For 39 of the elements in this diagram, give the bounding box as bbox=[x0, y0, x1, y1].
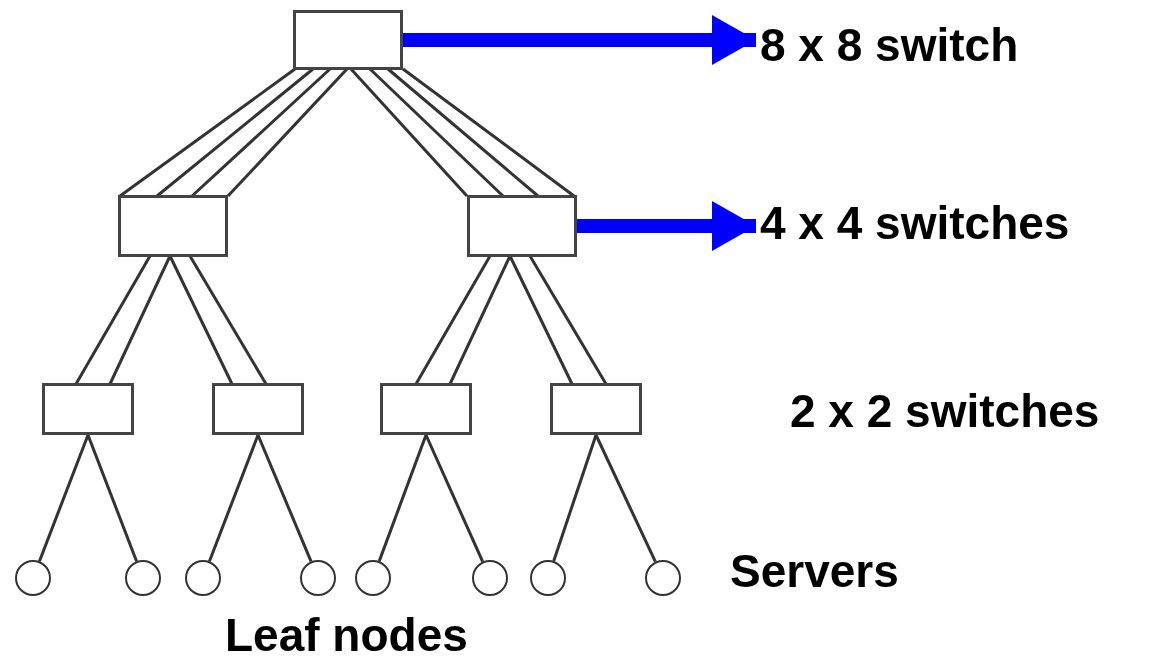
server-circle bbox=[300, 560, 336, 596]
link-line bbox=[188, 255, 268, 385]
switch-box bbox=[467, 195, 577, 257]
link-line bbox=[414, 255, 492, 385]
tier-label: 8 x 8 switch bbox=[760, 22, 1120, 74]
server-circle bbox=[125, 560, 161, 596]
link-line bbox=[424, 434, 484, 563]
link-line bbox=[74, 255, 152, 385]
link-line bbox=[86, 434, 138, 562]
link-line bbox=[508, 255, 574, 385]
link-line bbox=[349, 68, 469, 197]
switch-box bbox=[550, 383, 642, 435]
link-line bbox=[448, 255, 512, 385]
switch-box bbox=[42, 383, 134, 435]
level-label: Servers bbox=[730, 548, 899, 594]
tier-label: 4 x 4 switches bbox=[760, 200, 1155, 252]
link-line bbox=[168, 255, 234, 385]
link-line bbox=[528, 255, 608, 385]
arrow bbox=[403, 15, 756, 65]
server-circle bbox=[472, 560, 508, 596]
link-line bbox=[377, 434, 428, 562]
switch-box bbox=[380, 383, 472, 435]
server-circle bbox=[355, 560, 391, 596]
level-label: Leaf nodes bbox=[225, 612, 468, 658]
link-line bbox=[108, 255, 172, 385]
level-label: 2 x 2 switches bbox=[790, 388, 1100, 434]
switch-box bbox=[212, 383, 304, 435]
server-circle bbox=[645, 560, 681, 596]
server-circle bbox=[530, 560, 566, 596]
server-circle bbox=[15, 560, 51, 596]
link-line bbox=[38, 434, 90, 562]
switch-box bbox=[293, 10, 403, 70]
link-line bbox=[594, 434, 657, 563]
arrow bbox=[577, 201, 756, 251]
link-line bbox=[256, 434, 313, 562]
link-line bbox=[208, 434, 260, 562]
server-circle bbox=[185, 560, 221, 596]
switch-box bbox=[118, 195, 228, 257]
link-line bbox=[552, 434, 598, 562]
